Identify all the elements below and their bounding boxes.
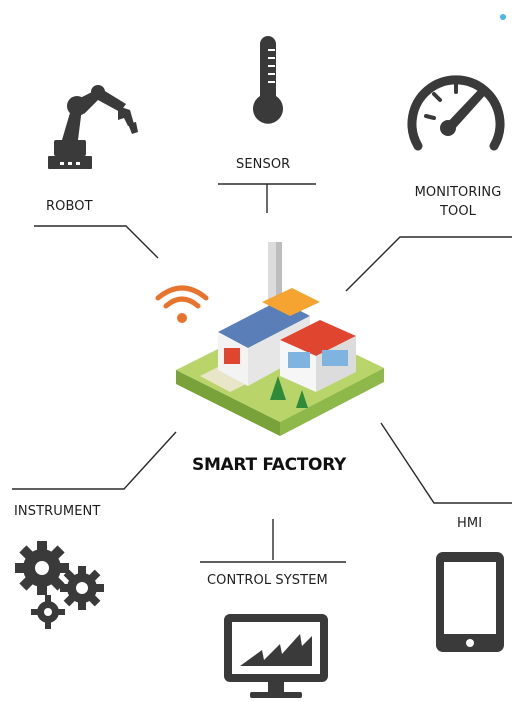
- thermometer-icon: [253, 36, 283, 124]
- connector-robot: [34, 225, 159, 259]
- gauge-icon: [407, 75, 505, 151]
- hmi-label: HMI: [457, 516, 483, 531]
- control-system-label: CONTROL SYSTEM: [207, 573, 328, 588]
- robot-arm-icon: [48, 85, 138, 169]
- instrument-label: INSTRUMENT: [14, 504, 101, 519]
- monitoring-label-line2: TOOL: [439, 204, 477, 219]
- connector-hmi: [380, 422, 512, 504]
- diagram-title: SMART FACTORY: [192, 455, 347, 475]
- connector-monitoring: [345, 236, 512, 292]
- sensor-label: SENSOR: [236, 157, 291, 172]
- monitor-chart-icon: [224, 614, 328, 698]
- robot-label: ROBOT: [46, 199, 93, 214]
- connector-instrument: [12, 431, 177, 490]
- monitoring-label-line1: MONITORING: [414, 185, 502, 200]
- factory-icon: [176, 242, 384, 436]
- tablet-icon: [436, 552, 504, 652]
- wifi-icon: [155, 285, 209, 323]
- gears-icon: [15, 541, 104, 629]
- decorative-dot: [500, 14, 506, 20]
